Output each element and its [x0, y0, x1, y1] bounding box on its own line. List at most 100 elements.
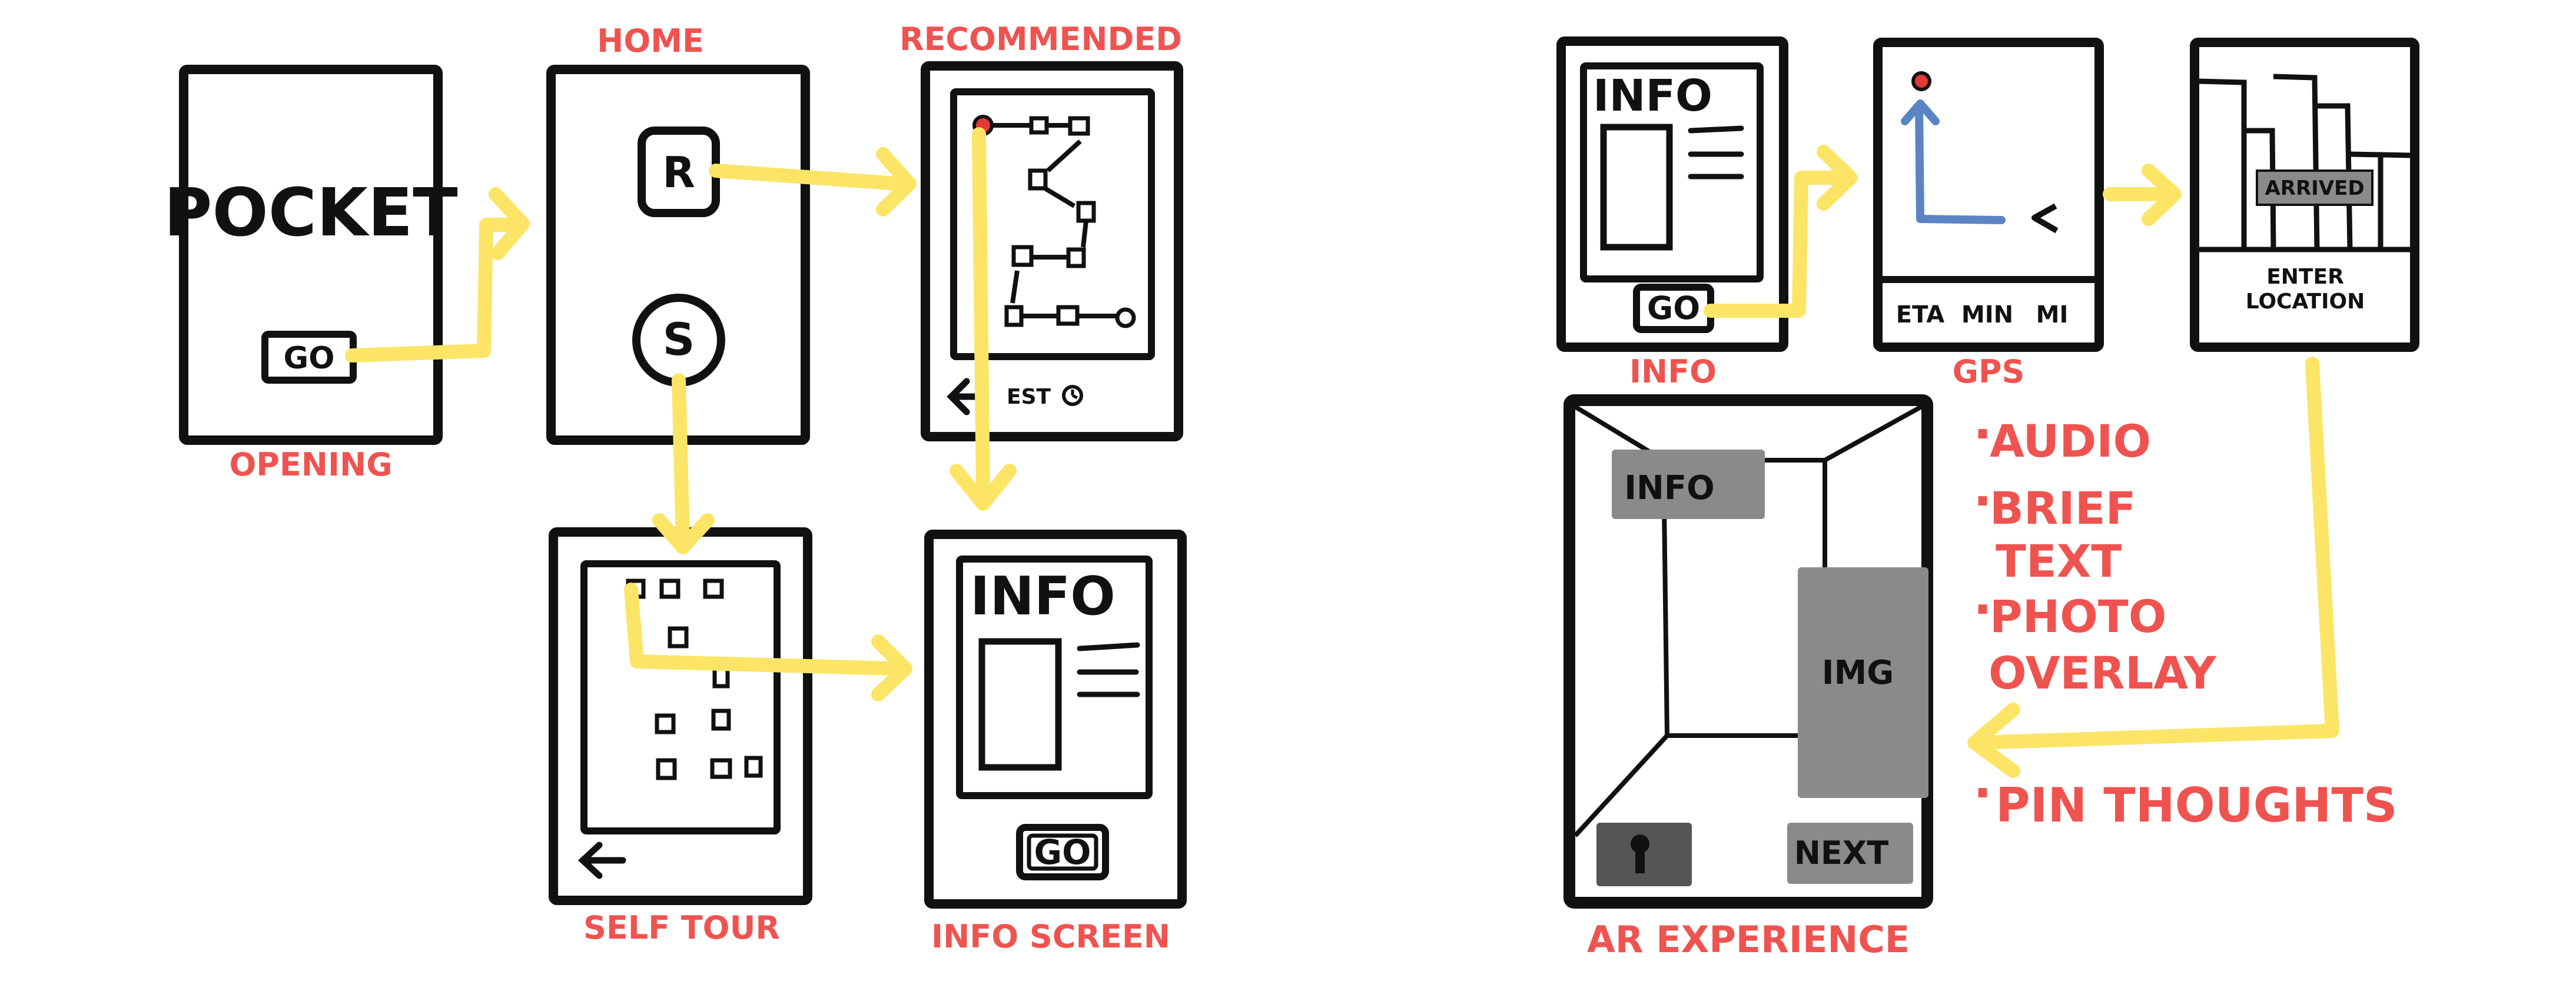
tour-stop [655, 713, 676, 734]
recommended-button-label: R [662, 148, 695, 197]
ar-image-overlay-label: IMG [1822, 654, 1894, 692]
tour-stop [744, 756, 763, 778]
ar-features-notes: · AUDIO · BRIEF TEXT · PHOTO OVERLAY · P… [1973, 405, 2398, 833]
ar-info-go-label: GO [1647, 290, 1700, 327]
info-screen-go-label: GO [1034, 832, 1091, 872]
flow-arrows-right [1704, 145, 2339, 778]
left-arrow-icon[interactable] [577, 842, 626, 879]
recommended-frame [921, 61, 1183, 441]
recommended-est-label: EST [1007, 385, 1051, 409]
route-stop [1066, 247, 1086, 268]
self-tour-button-label: S [663, 313, 695, 365]
note-photo-line1: PHOTO [1990, 590, 2166, 643]
ar-experience-caption: AR EXPERIENCE [1587, 918, 1910, 961]
user-location-marker [2031, 203, 2059, 234]
arrived-screen: ARRIVED ENTER LOCATION [2190, 38, 2419, 352]
arrow-head [950, 464, 1017, 511]
tour-stop [711, 709, 731, 731]
recommended-screen: EST RECOMMENDED [899, 21, 1183, 441]
ar-info-frame [1556, 36, 1788, 352]
arrow-head [871, 634, 912, 701]
info-screen-card [956, 556, 1153, 799]
gps-screen: ETA MIN MI GPS [1873, 38, 2104, 390]
info-screen-text-lines [1077, 642, 1140, 697]
opening-go-label: GO [284, 341, 335, 376]
clock-icon [1062, 385, 1083, 406]
arrow-info-to-gps [1704, 171, 1855, 318]
info-screen-go-inner [1027, 833, 1098, 871]
ar-info-caption: INFO [1629, 353, 1717, 390]
arrow-head [1967, 703, 2020, 778]
arrow-self-tour-to-info [624, 583, 902, 676]
note-bullet: · [1973, 580, 1992, 638]
arrow-head [2142, 164, 2182, 226]
tour-stop [710, 758, 732, 779]
self-tour-screen: SELF TOUR [549, 527, 812, 946]
tour-stop [668, 626, 689, 649]
info-screen-caption: INFO SCREEN [931, 918, 1170, 955]
tour-stop [712, 666, 730, 689]
route-map [950, 88, 1155, 360]
room-perspective-lines [1572, 404, 1924, 837]
opening-frame [179, 65, 443, 445]
note-photo-line2: OVERLAY [1989, 647, 2217, 699]
enter-location-line2: LOCATION [2246, 290, 2365, 314]
building-skyline [2197, 74, 2411, 252]
self-tour-stops [626, 578, 763, 780]
info-screen-image-placeholder [978, 638, 1062, 771]
info-screen-title: INFO [970, 566, 1116, 627]
gps-min-label: MIN [1961, 301, 2013, 328]
arrow-opening-to-home [345, 218, 526, 363]
route-stop [1076, 201, 1096, 223]
note-pin-thoughts: PIN THOUGHTS [1996, 778, 2398, 833]
arrow-arrived-to-ar [1971, 357, 2339, 750]
note-bullet: · [1973, 764, 1992, 822]
ar-info-panel[interactable] [1612, 450, 1765, 519]
self-tour-frame [549, 527, 812, 905]
arrow-head [489, 187, 530, 260]
arrived-badge [2256, 169, 2373, 206]
tour-stop [703, 578, 724, 599]
ar-info-text-lines [1688, 125, 1744, 179]
gps-caption: GPS [1953, 353, 2025, 390]
route-stop [1068, 116, 1090, 136]
ar-next-label: NEXT [1794, 834, 1889, 872]
route-path [983, 123, 1117, 318]
ar-info-title: INFO [1593, 71, 1712, 121]
self-tour-caption: SELF TOUR [583, 909, 780, 946]
opening-screen: POCKET GO OPENING [164, 65, 458, 483]
arrived-frame [2190, 38, 2419, 352]
route-stop [1004, 305, 1024, 327]
ar-next-button[interactable] [1787, 823, 1913, 884]
gps-mi-label: MI [2036, 301, 2069, 328]
arrow-head [652, 513, 715, 554]
opening-logo: POCKET [164, 175, 457, 251]
arrow-head [1817, 145, 1858, 211]
ar-info-screen: INFO GO INFO [1556, 36, 1788, 390]
gps-eta-label: ETA [1896, 301, 1945, 328]
flow-arrows-left [345, 127, 1017, 701]
enter-location-line1: ENTER [2266, 265, 2344, 289]
destination-pin [1911, 71, 1931, 91]
arrow-head [876, 147, 917, 217]
arrived-badge-label: ARRIVED [2265, 177, 2364, 200]
ar-image-overlay [1798, 567, 1928, 798]
route-stop [1115, 307, 1136, 328]
keyhole-icon [1631, 834, 1649, 873]
note-brief-line2: TEXT [1996, 535, 2122, 587]
route-stop [1029, 116, 1049, 135]
note-audio: AUDIO [1990, 415, 2151, 467]
ar-experience-screen: INFO IMG NEXT AR EXPERIENCE [1563, 394, 1933, 961]
arrow-r-to-recommended [709, 164, 905, 191]
gps-frame [1873, 38, 2104, 352]
note-brief-line1: BRIEF [1990, 482, 2136, 534]
route-stop [1028, 168, 1048, 191]
info-screen-frame [924, 530, 1187, 909]
arrow-recommended-to-info [972, 127, 990, 500]
tour-stop [659, 578, 680, 599]
opening-caption: OPENING [229, 446, 392, 483]
arrow-s-to-self-tour [672, 373, 690, 548]
info-screen-go-button[interactable] [1016, 824, 1109, 880]
route-stop [1011, 245, 1034, 267]
